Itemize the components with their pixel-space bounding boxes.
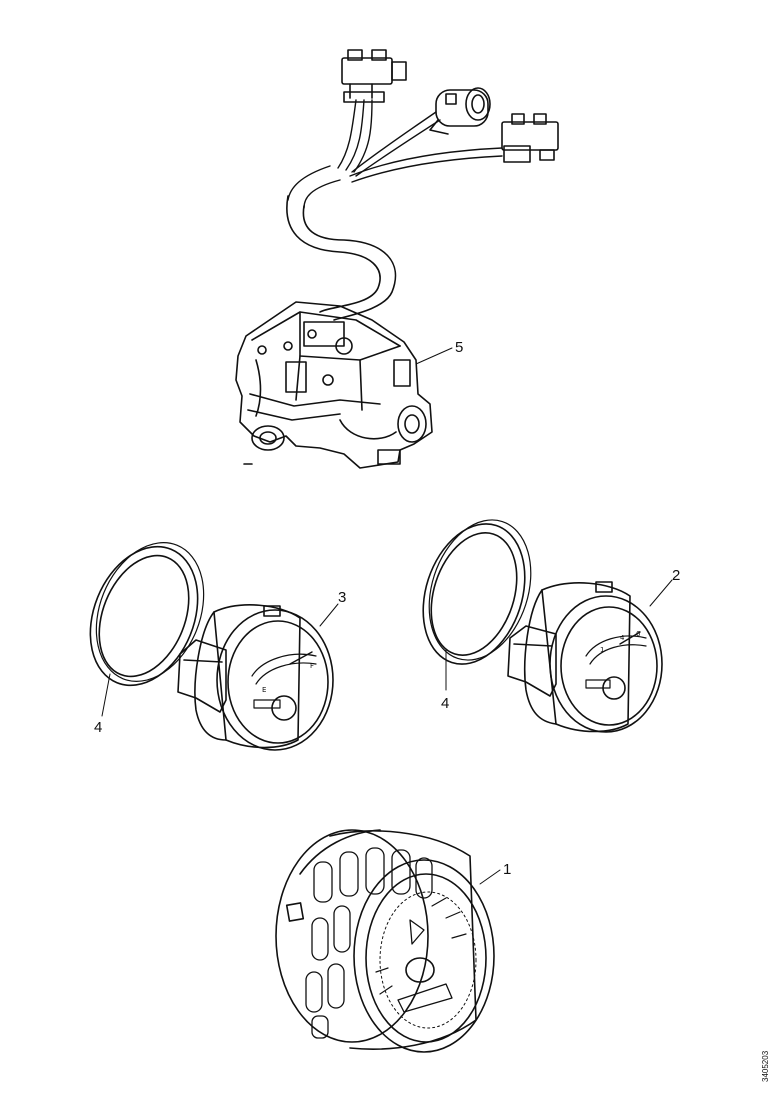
gauge-large: 1 (275, 829, 511, 1053)
callout-2: 2 (672, 567, 680, 584)
leader-line-3 (319, 603, 339, 627)
connector-round-center (429, 87, 491, 135)
leader-line-2 (649, 579, 673, 607)
sender-unit-assembly: 5 (235, 49, 559, 469)
connector-right (501, 113, 559, 163)
leader-line-1 (479, 869, 501, 885)
leader-line-5 (415, 347, 453, 365)
gauge-small-right: 1 4 6 2 (507, 567, 680, 733)
callout-3: 3 (338, 589, 346, 606)
dial-mark-1-right: 1 (600, 646, 604, 654)
dial-mark-f-left: F (310, 662, 314, 670)
callout-5: 5 (455, 339, 463, 356)
callout-4-right: 4 (441, 695, 449, 712)
leader-line-4-left (101, 673, 111, 717)
callout-1: 1 (503, 861, 511, 878)
gasket-ring-right: 4 (422, 519, 532, 712)
gasket-ring-left: 4 (89, 542, 205, 736)
dial-mark-e-left: E (262, 686, 266, 694)
gauge-small-left: E F 3 (177, 589, 346, 751)
figure-reference-number: 3405203 (761, 1050, 770, 1082)
dial-mark-6-right: 6 (636, 630, 641, 638)
ribbed-sleeve (305, 847, 433, 1039)
sender-housing (235, 301, 433, 469)
connector-top-left (341, 49, 407, 103)
wiring-harness (286, 99, 503, 321)
callout-4-left: 4 (94, 719, 102, 736)
dial-mark-4-right: 4 (620, 634, 625, 642)
